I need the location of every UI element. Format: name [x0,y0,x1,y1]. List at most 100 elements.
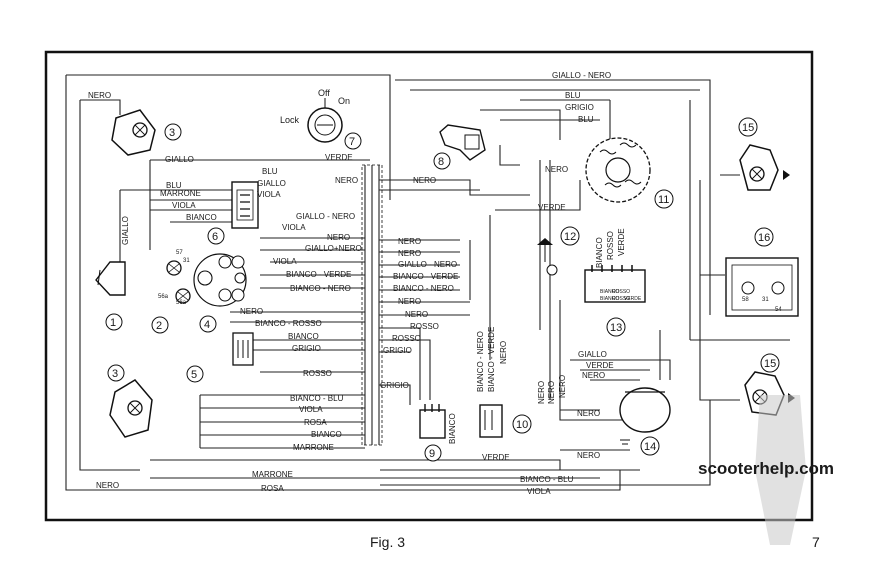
component-number: 3 [112,368,118,380]
wire-label: NERO [547,381,556,404]
front-indicator-left [111,109,156,156]
terminal-number: 57 [176,250,183,256]
wire-label: GIALLO - NERO [398,260,457,269]
ignition-switch [307,98,343,143]
wire-label: VIOLA [282,223,306,232]
component-number: 15 [764,358,776,370]
light-switch-cluster [193,253,247,307]
wire-label: ROSA [261,484,284,493]
terminal-number: 54 [775,307,782,313]
component-number: 1 [110,317,116,329]
wire-label: GIALLO [165,155,194,164]
wire-label: NERO [499,341,508,364]
component-number: 13 [610,322,622,334]
wire-label: NERO [327,233,350,242]
page-number: 7 [812,534,820,550]
wire-label: GIALLO - NERO [552,71,611,80]
component-number: 11 [658,194,669,206]
component-number: 2 [156,320,162,332]
wire-label: NERO [335,176,358,185]
figure-caption: Fig. 3 [370,534,405,550]
terminal-board [584,265,646,303]
component-number: 14 [644,441,656,453]
warning-lamp [537,238,558,276]
wire-label: BLU [262,167,278,176]
wire-label: GIALLO+NERO [305,244,362,253]
wire-label: NERO [405,310,428,319]
tail-light [725,257,799,317]
wire-label: BIANCO - NERO [290,284,351,293]
wire-label: NERO [545,165,568,174]
wire-label: BIANCO [600,289,619,295]
component-number: 8 [438,156,444,168]
wire-label: NERO [577,451,600,460]
wire-label: BLU [565,91,581,100]
component-number: 5 [191,369,197,381]
wire-label: NERO [398,297,421,306]
wire-label: BIANCO [448,413,457,444]
wire-label: GRIGIO [380,381,409,390]
wire-label: NERO [240,307,263,316]
wire-label: GIALLO [578,350,607,359]
wire-label: VERDE [538,203,566,212]
wire-label: ROSSO [612,296,630,302]
wire-label: NERO [398,249,421,258]
wire-label: NERO [96,481,119,490]
wire-label: VIOLA [172,201,196,210]
diagram-frame [44,50,814,522]
wire-label: ROSA [304,418,327,427]
wire-label: NERO [558,375,567,398]
watermark-text: scooterhelp.com [698,459,834,478]
wiring [65,74,790,491]
wire-label: BIANCO [311,430,342,439]
switch-on-label: On [338,96,350,106]
terminal-numbers: 57 31 56a 56a 58 31 54 [158,250,782,313]
stop-switch [166,260,191,304]
component-number: 3 [169,127,175,139]
wire-label: NERO [582,371,605,380]
wire-label: MARRONE [160,189,201,198]
component-number: 10 [516,419,528,431]
wire-label: GRIGIO [565,103,594,112]
wire-label: NERO [88,91,111,100]
wire-label: ROSSO [392,334,421,343]
central-terminal-strip [361,164,383,446]
wire-label: NERO [413,176,436,185]
wire-label: BIANCO - VERDE [393,272,458,281]
wire-label: VERDE [482,453,510,462]
wire-label: VIOLA [257,190,281,199]
component-number: 7 [349,136,355,148]
wire-label: VIOLA [299,405,323,414]
wire-label: GRIGIO [383,346,412,355]
wire-label: NERO [577,409,600,418]
switch-off-label: Off [318,88,330,98]
wire-label: BIANCO [600,296,619,302]
front-indicator-right [739,144,790,191]
component-number: 12 [564,231,576,243]
component-number: 16 [758,232,770,244]
component-numbers: 3 1 2 3 4 5 6 7 8 9 10 11 12 13 14 15 15… [105,117,780,462]
wire-label: ROSSO [606,231,615,260]
wire-label: BIANCO [595,237,604,268]
wire-label: GIALLO [121,216,130,245]
component-number: 9 [429,448,435,460]
wire-label: GIALLO [257,179,286,188]
wire-label: NERO [537,381,546,404]
wire-label: BIANCO - NERO [393,284,454,293]
wire-label: BLU [166,181,182,190]
wire-label: VIOLA [527,487,551,496]
wire-label: NERO [398,237,421,246]
wire-label: VERDE [624,296,642,302]
horn [95,261,126,296]
rear-indicator-left [109,379,153,438]
wire-label: VERDE [617,228,626,256]
wire-labels: GIALLO - NERO BLU GRIGIO BLU NERO NERO V… [88,71,642,496]
wire-label: MARRONE [293,443,334,452]
wire-label: MARRONE [252,470,293,479]
wire-label: BIANCO - NERO [476,331,485,392]
voltage-regulator [479,404,503,438]
component-number: 15 [742,122,754,134]
junction-box-6 [231,181,259,229]
switch-lock-label: Lock [280,115,300,125]
